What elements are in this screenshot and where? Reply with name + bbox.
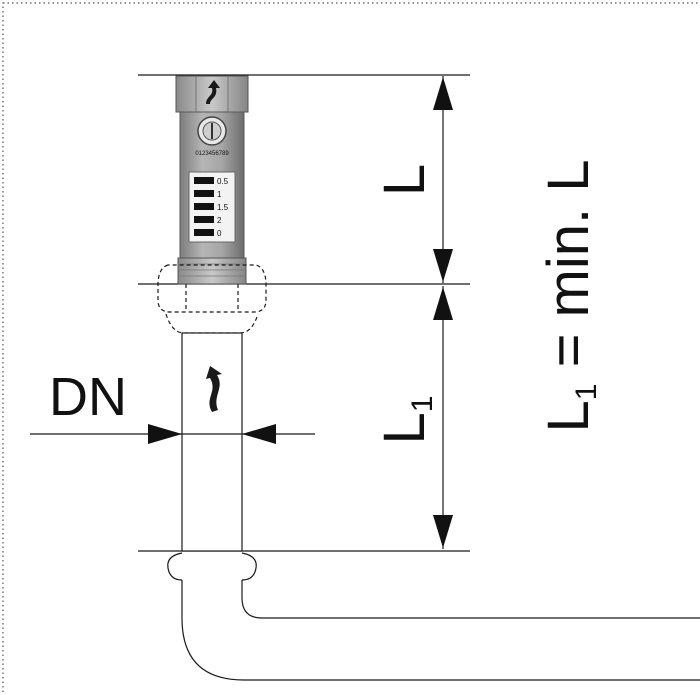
scale-value: 1.5 <box>217 203 229 212</box>
formula-sub: 1 <box>570 384 603 401</box>
l1-label: L1 <box>372 396 439 445</box>
l-label: L <box>372 164 437 196</box>
valve-thread <box>177 257 247 285</box>
formula-label: L1 = min. L <box>536 160 603 433</box>
valve-flow-arrow-icon <box>206 80 220 104</box>
dn-arrow-left-icon <box>242 424 276 444</box>
scale-marks: 0.5 1 1.5 2 0 <box>194 177 229 238</box>
vertical-pipe <box>181 332 243 552</box>
scale-bar <box>194 190 214 197</box>
dn-arrow-right-icon <box>148 424 182 444</box>
pipe-flow-arrow-icon <box>206 366 222 412</box>
scale-bar <box>194 177 214 184</box>
flow-meter-valve: 0123456789 0.5 1 1.5 2 0 <box>175 75 249 285</box>
formula-rest: = min. L <box>536 160 601 384</box>
dn-label: DN <box>49 367 127 427</box>
l-arrow-down-icon <box>433 249 453 282</box>
scale-value: 0 <box>217 229 222 238</box>
formula-l: L <box>536 400 601 432</box>
dashed-coupling-nut <box>157 264 267 334</box>
l1-label-sub: 1 <box>406 396 439 413</box>
elbow-pipe <box>167 552 700 681</box>
scale-bar <box>194 216 214 223</box>
dn-dimension: DN <box>30 367 315 444</box>
l1-arrow-down-icon <box>433 515 453 548</box>
l-arrow-up-icon <box>433 77 453 110</box>
l1-arrow-up-icon <box>433 287 453 320</box>
scale-value: 1 <box>217 190 222 199</box>
scale-bar <box>194 229 214 236</box>
scale-value: 2 <box>217 216 222 225</box>
l1-dimension: L1 <box>372 286 453 549</box>
dial-scale-digits: 0123456789 <box>195 151 229 157</box>
l-dimension: L <box>372 76 453 283</box>
scale-value: 0.5 <box>217 177 229 186</box>
l1-label-main: L <box>372 412 437 444</box>
scale-bar <box>194 203 214 210</box>
